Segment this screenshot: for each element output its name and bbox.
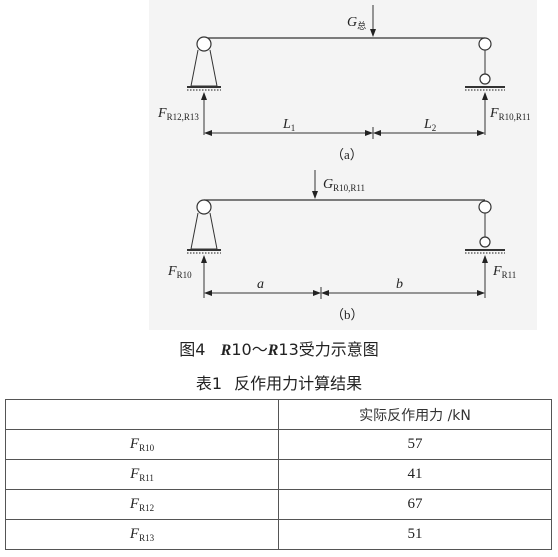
left-pin-a [196,36,212,52]
right-roller-a [479,73,491,85]
reaction-force-table: 实际反作用力 /kN FR10 57 FR11 41 FR12 67 FR13 … [5,399,552,550]
dim-b-label: b [396,277,403,292]
row-symbol: FR11 [5,459,279,490]
caption-n1: 10～ [231,340,268,359]
panel-b-label: （b） [331,307,364,322]
table-row: FR10 57 [5,429,552,460]
figure-background [149,0,537,330]
table-title-num: 表1 [195,374,223,393]
table-row: FR11 41 [5,459,552,490]
right-reaction-label-a: FR10,R11 [489,106,530,122]
row-value: 51 [278,519,552,550]
table-header-row: 实际反作用力 /kN [5,399,552,430]
dim-l1-label: L1 [282,117,295,133]
left-pin-b [196,199,212,215]
caption-r1: R [220,342,232,359]
load-label-b: GR10,R11 [323,177,365,193]
figure-caption: 图4 R10～R13受力示意图 [0,336,558,360]
right-reaction-label-b: FR11 [492,264,516,280]
row-value: 57 [278,429,552,460]
row-symbol: FR10 [5,429,279,460]
panel-b: GR10,R11 FR10 FR11 a b （b） [167,170,516,322]
panel-a: G总 FR12,R13 FR10,R11 L1 L2 （a） [157,5,530,162]
row-value: 67 [278,489,552,520]
table-title-text: 反作用力计算结果 [234,374,363,393]
table-row: FR13 51 [5,519,552,550]
right-roller-b [479,236,491,248]
caption-r2: R [267,342,279,359]
right-pin-a [478,37,492,51]
table-title: 表1 反作用力计算结果 [0,370,558,394]
caption-prefix: 图4 [179,340,206,359]
load-label-a: G总 [347,15,366,31]
row-symbol: FR13 [5,519,279,550]
header-cell-symbol [5,399,279,430]
header-cell-value: 实际反作用力 /kN [278,399,552,430]
panel-a-label: （a） [331,147,363,162]
left-reaction-label-b: FR10 [167,264,192,280]
left-reaction-label-a: FR12,R13 [157,106,199,122]
row-symbol: FR12 [5,489,279,520]
dim-l2-label: L2 [423,117,436,133]
right-pin-b [478,200,492,214]
table-row: FR12 67 [5,489,552,520]
caption-n2: 13受力示意图 [278,340,379,359]
reaction-force-figure: G总 FR12,R13 FR10,R11 L1 L2 （a） GR10,R11 [149,0,537,330]
dim-a-label: a [257,277,264,292]
row-value: 41 [278,459,552,490]
